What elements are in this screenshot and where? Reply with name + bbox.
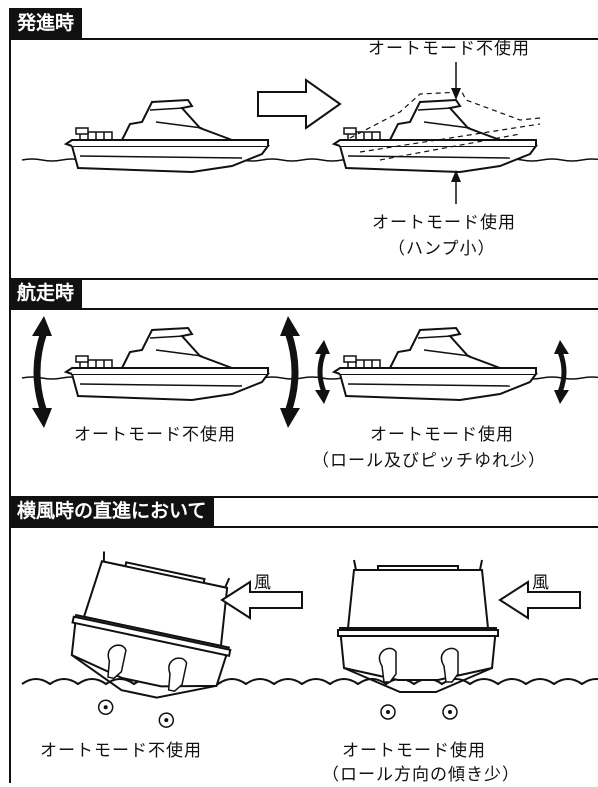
label-auto-on-cruise: オートモード使用 <box>370 425 514 445</box>
label-auto-on-start-note: （ハンプ小） <box>388 239 496 259</box>
section-divider <box>9 526 598 528</box>
boat-cruise-right <box>333 327 537 401</box>
label-auto-on-cruise-note: （ロール及びピッチゆれ少） <box>312 451 546 471</box>
section-divider <box>9 278 598 280</box>
section-divider <box>9 496 598 498</box>
section-title-cruise: 航走時 <box>9 278 83 308</box>
label-auto-on-crosswind-note: （ロール方向の傾き少） <box>322 765 520 785</box>
section-title-start: 発進時 <box>9 8 83 38</box>
label-wind-left: 風 <box>254 573 272 593</box>
boat-start-right <box>333 91 541 173</box>
boat-crosswind-left <box>54 547 246 738</box>
boat-crosswind-right <box>337 559 499 720</box>
label-auto-off-cruise: オートモード不使用 <box>74 425 236 445</box>
label-auto-off-start: オートモード不使用 <box>368 39 530 59</box>
right-arrow-icon <box>257 78 342 130</box>
label-wind-right: 風 <box>532 573 550 593</box>
label-auto-on-crosswind: オートモード使用 <box>342 741 486 761</box>
double-arrow-icon <box>315 340 330 404</box>
diagram-frame <box>9 8 593 783</box>
label-auto-on-start: オートモード使用 <box>372 213 516 233</box>
double-arrow-icon <box>280 316 300 428</box>
section-title-crosswind: 横風時の直進において <box>9 496 215 526</box>
double-arrow-icon <box>32 316 52 428</box>
boat-start-left <box>65 99 269 173</box>
double-arrow-icon <box>554 340 569 404</box>
boat-cruise-left <box>65 327 269 401</box>
section-divider <box>9 38 598 40</box>
section-divider <box>9 308 598 310</box>
label-auto-off-crosswind: オートモード不使用 <box>40 741 202 761</box>
